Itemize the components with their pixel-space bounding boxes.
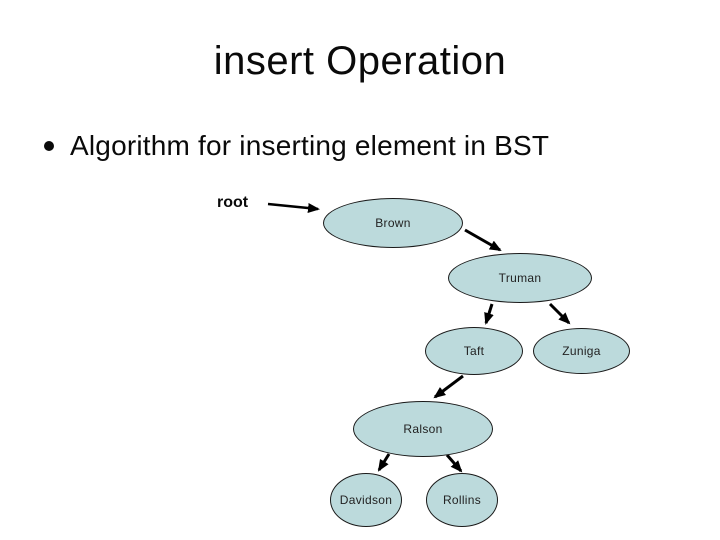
tree-node-zuniga: Zuniga bbox=[533, 328, 630, 374]
tree-node-ralson: Ralson bbox=[353, 401, 493, 457]
node-label: Ralson bbox=[403, 422, 443, 436]
node-label: Truman bbox=[498, 271, 542, 285]
edge-root-brown bbox=[267, 202, 320, 213]
node-label: Rollins bbox=[442, 493, 482, 507]
edge-brown-truman bbox=[464, 228, 502, 252]
tree-node-davidson: Davidson bbox=[330, 473, 402, 527]
edge-truman-taft bbox=[484, 303, 494, 325]
tree-node-truman: Truman bbox=[448, 253, 592, 303]
tree-node-taft: Taft bbox=[425, 327, 523, 375]
bullet-text: Algorithm for inserting element in BST bbox=[70, 130, 550, 161]
slide-title: insert Operation bbox=[213, 39, 507, 83]
tree-node-brown: Brown bbox=[323, 198, 463, 248]
edge-ralson-davidson bbox=[377, 453, 391, 472]
root-pointer-label: root bbox=[217, 194, 249, 211]
edge-taft-ralson bbox=[433, 374, 464, 399]
node-label: Zuniga bbox=[562, 344, 601, 358]
node-label: Davidson bbox=[339, 493, 393, 507]
edge-truman-zuniga bbox=[548, 302, 571, 325]
edge-ralson-rollins bbox=[445, 454, 463, 473]
bullet-item: Algorithm for inserting element in BST bbox=[44, 127, 549, 165]
node-label: Brown bbox=[375, 216, 411, 230]
tree-node-rollins: Rollins bbox=[426, 473, 498, 527]
bullet-icon bbox=[44, 141, 54, 151]
node-label: Taft bbox=[463, 344, 485, 358]
